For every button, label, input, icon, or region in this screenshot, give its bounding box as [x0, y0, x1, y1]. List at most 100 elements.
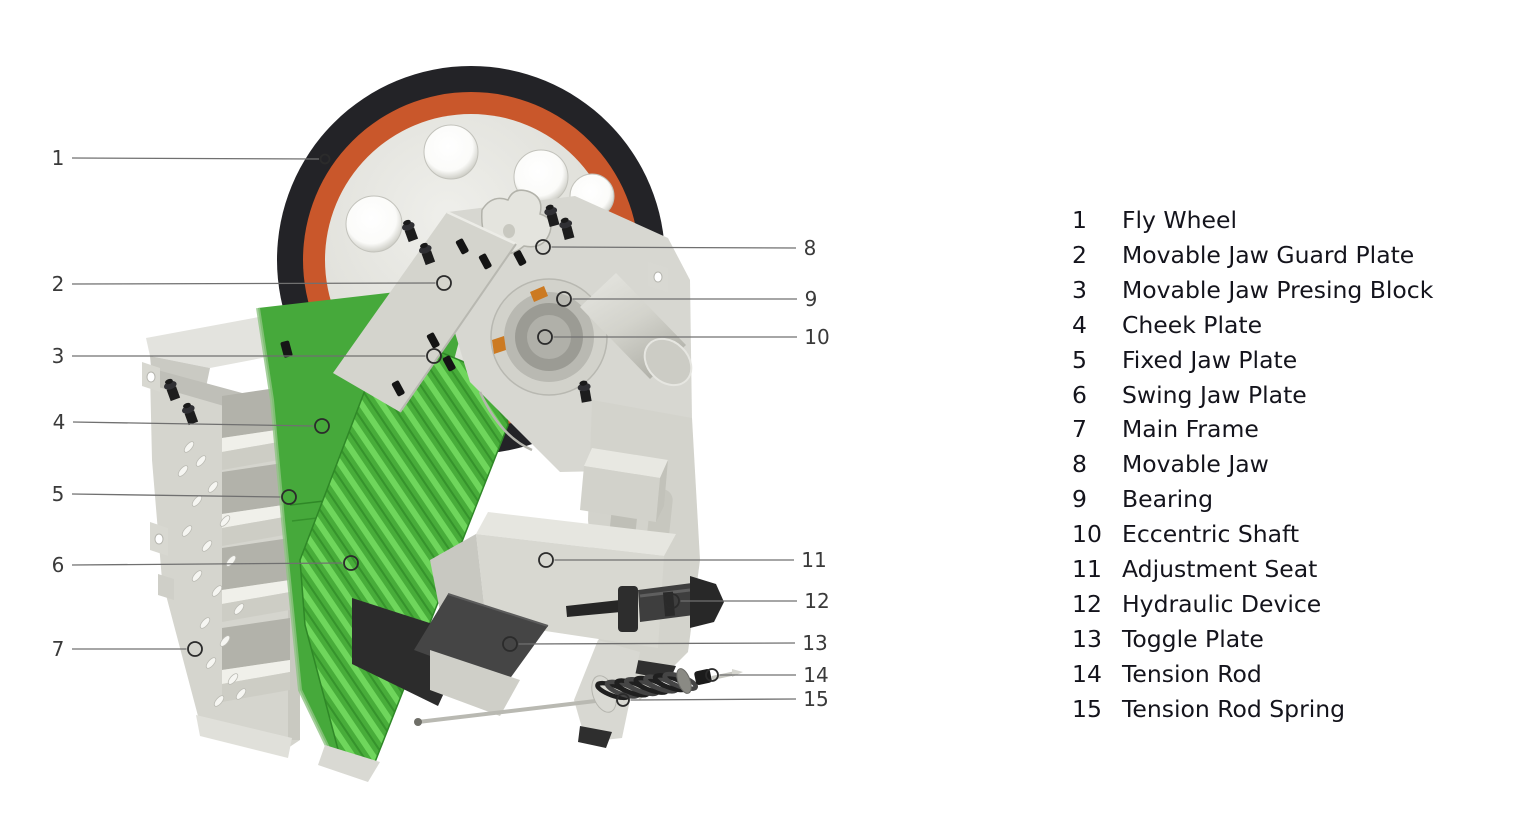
legend-item: 13 Toggle Plate	[1066, 622, 1433, 657]
legend-item-number: 11	[1072, 555, 1102, 584]
bolt	[419, 242, 436, 266]
callout-13: 13	[502, 631, 828, 655]
callout-number: 6	[52, 553, 65, 577]
callout-dot	[319, 153, 331, 165]
callout-number: 10	[804, 325, 829, 349]
callout-number: 4	[53, 410, 66, 434]
toggle-plate	[352, 593, 549, 716]
legend-item: 1 Fly Wheel	[1066, 203, 1433, 238]
callout-dot	[616, 693, 630, 707]
callout-number: 8	[804, 236, 817, 260]
legend-item-number: 13	[1072, 624, 1102, 653]
callout-6: 6	[52, 553, 359, 577]
legend-item: 2 Movable Jaw Guard Plate	[1066, 238, 1433, 273]
callout-9: 9	[556, 287, 818, 311]
callout-15: 15	[616, 687, 829, 711]
bearing-wedge-top	[530, 286, 548, 302]
legend-item: 9 Bearing	[1066, 482, 1433, 517]
callout-4: 4	[53, 410, 330, 434]
guard-plate-slots	[391, 238, 492, 397]
callout-dot	[664, 593, 680, 609]
legend-item: 5 Fixed Jaw Plate	[1066, 343, 1433, 378]
legend-item-number: 12	[1072, 589, 1102, 618]
leader-line	[551, 246, 797, 249]
callout-1: 1	[52, 146, 331, 170]
legend-item-number: 2	[1072, 240, 1087, 269]
lug-hole	[503, 224, 515, 238]
callout-dot	[535, 239, 551, 255]
callout-14: 14	[705, 663, 829, 687]
callout-8: 8	[535, 236, 817, 260]
callout-number: 3	[52, 344, 65, 368]
legend-item: 14 Tension Rod	[1066, 657, 1433, 692]
spring-nut	[694, 669, 712, 685]
legend-item-label: Movable Jaw	[1122, 450, 1269, 479]
callout-12: 12	[664, 589, 830, 613]
callout-dot	[187, 641, 203, 657]
callout-dot	[314, 418, 330, 434]
legend-item-number: 7	[1072, 415, 1087, 444]
legend-item-number: 9	[1072, 485, 1087, 514]
callout-3: 3	[52, 344, 442, 368]
callout-dot	[426, 348, 442, 364]
legend-item: 10 Eccentric Shaft	[1066, 517, 1433, 552]
callout-dot	[436, 275, 452, 291]
legend-item-label: Tension Rod Spring	[1122, 694, 1346, 723]
legend-item-label: Movable Jaw Guard Plate	[1122, 240, 1415, 269]
callout-number: 9	[805, 287, 818, 311]
legend-item-number: 14	[1072, 659, 1102, 688]
movable-jaw-guard-plate	[333, 210, 517, 413]
legend-item-label: Bearing	[1122, 485, 1213, 514]
callout-dot	[537, 329, 553, 345]
bolts	[164, 204, 592, 426]
leader-line	[630, 698, 797, 701]
legend-item-number: 15	[1072, 694, 1102, 723]
callout-dot	[343, 555, 359, 571]
bolt	[164, 378, 181, 402]
leader-line	[518, 642, 796, 645]
legend-item-number: 4	[1072, 310, 1087, 339]
legend-item: 3 Movable Jaw Presing Block	[1066, 273, 1433, 308]
legend-item: 11 Adjustment Seat	[1066, 552, 1433, 587]
callout-dot	[705, 668, 719, 682]
callout-number: 2	[52, 272, 65, 296]
callout-dot	[556, 291, 572, 307]
bearing-wedge-left	[492, 336, 506, 354]
legend-item-number: 10	[1072, 520, 1102, 549]
legend-item-label: Cheek Plate	[1122, 310, 1263, 339]
leader-line	[71, 493, 281, 498]
leader-line	[72, 421, 314, 427]
callout-10: 10	[537, 325, 830, 349]
bolt	[559, 217, 575, 240]
callout-2: 2	[52, 272, 452, 296]
leader-line	[71, 282, 436, 285]
parts-legend: 1 Fly Wheel 2 Movable Jaw Guard Plate 3 …	[1066, 203, 1433, 727]
callout-5: 5	[52, 482, 297, 506]
callout-dot	[538, 552, 554, 568]
frame-mounting-ears	[142, 362, 174, 600]
callout-number: 11	[801, 548, 826, 572]
callout-dot	[502, 636, 518, 652]
legend-item: 4 Cheek Plate	[1066, 308, 1433, 343]
bolt	[544, 204, 560, 227]
legend-item-label: Fixed Jaw Plate	[1122, 345, 1298, 374]
legend-item-label: Adjustment Seat	[1122, 555, 1318, 584]
callout-number: 1	[52, 146, 65, 170]
bolt	[402, 219, 419, 243]
callout-number: 13	[802, 631, 827, 655]
legend-item: 15 Tension Rod Spring	[1066, 692, 1433, 727]
plate-bottom-cap	[318, 745, 380, 782]
frame-foot	[196, 715, 292, 758]
legend-item-label: Hydraulic Device	[1122, 589, 1322, 618]
callout-number: 14	[803, 663, 828, 687]
legend-item-label: Eccentric Shaft	[1122, 520, 1300, 549]
legend-item-number: 1	[1072, 206, 1087, 234]
callout-7: 7	[52, 637, 203, 661]
callout-dot	[281, 489, 297, 505]
bolt	[182, 402, 199, 426]
leader-line	[71, 157, 320, 160]
legend-item-label: Movable Jaw Presing Block	[1122, 275, 1434, 304]
